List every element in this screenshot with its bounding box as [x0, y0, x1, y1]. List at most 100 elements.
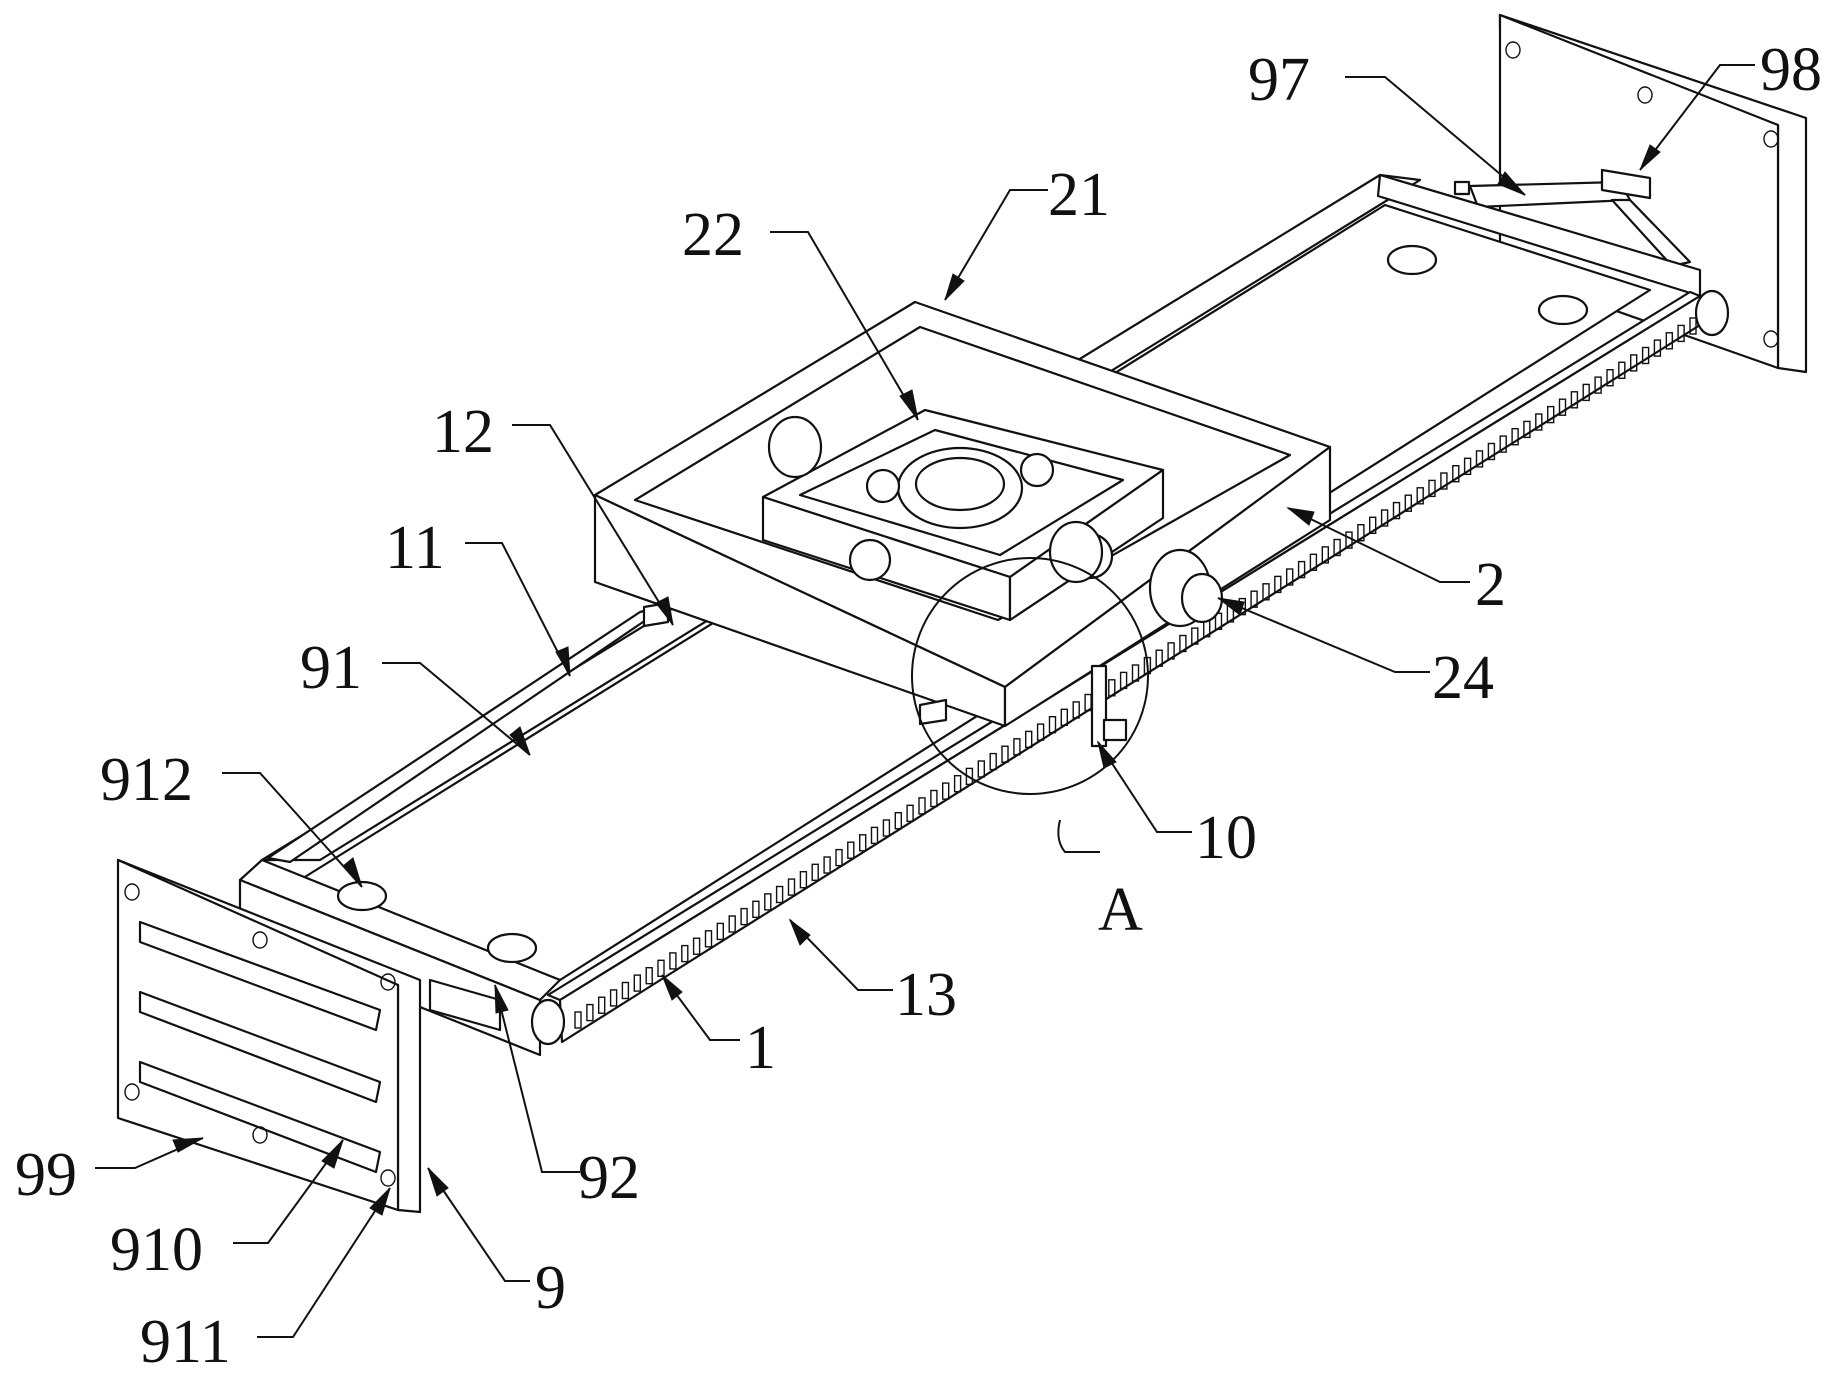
rack-tooth	[811, 863, 819, 881]
rack-tooth	[1013, 738, 1021, 756]
rack-tooth	[1036, 723, 1045, 741]
rack-tooth	[1309, 553, 1318, 571]
label-910: 910	[110, 1216, 203, 1284]
rack-tooth	[657, 959, 665, 977]
label-1: 1	[745, 1014, 776, 1082]
rack-tooth	[1404, 494, 1413, 512]
rack-tooth	[1167, 642, 1175, 660]
rack-tooth	[1155, 649, 1163, 667]
rack-tooth	[1179, 634, 1187, 653]
rack-tooth	[764, 893, 772, 911]
slot	[138, 920, 382, 1174]
rack-tooth	[1546, 405, 1555, 424]
rack-tooth	[1072, 701, 1080, 719]
label-97: 97	[1248, 46, 1310, 114]
rack-tooth	[621, 981, 630, 1000]
rack-tooth	[1392, 501, 1401, 520]
rack-tooth	[894, 812, 902, 830]
rack-tooth	[977, 760, 985, 778]
rack-tooth	[752, 900, 760, 918]
support-pad	[336, 244, 1589, 964]
rack-tooth	[716, 922, 724, 941]
rack-tooth	[1060, 708, 1069, 726]
rack-tooth	[906, 804, 914, 822]
rack-tooth	[1108, 679, 1116, 697]
label-22: 22	[682, 201, 744, 269]
label-10: 10	[1195, 804, 1257, 872]
rack-tooth	[645, 967, 653, 985]
rack-tooth	[823, 856, 831, 874]
rack-tooth	[882, 819, 891, 837]
label-92: 92	[578, 1144, 640, 1212]
spring-screw	[767, 415, 1104, 584]
label-21: 21	[1048, 161, 1110, 229]
label-911: 911	[140, 1308, 231, 1376]
rack-tooth	[953, 775, 962, 793]
rack-tooth	[1333, 538, 1341, 557]
label-24: 24	[1432, 644, 1494, 712]
rack-tooth	[692, 937, 701, 955]
rack-tooth	[1274, 575, 1282, 594]
rack-tooth	[918, 797, 926, 815]
rack-tooth	[1689, 317, 1697, 335]
rack-tooth	[989, 752, 997, 771]
rack-tooth	[847, 841, 855, 859]
rack-tooth	[1511, 428, 1519, 446]
rack-tooth	[1428, 479, 1436, 498]
rack-tooth	[1463, 457, 1472, 475]
label-98: 98	[1760, 36, 1822, 104]
rack-tooth	[1475, 450, 1484, 468]
drive-bracket-10	[1090, 664, 1128, 748]
rack-tooth	[1582, 383, 1590, 402]
rack-tooth	[1558, 398, 1567, 416]
rack-tooth	[681, 944, 689, 963]
rack-tooth	[775, 885, 784, 904]
rack-tooth	[1452, 465, 1460, 483]
label-9: 9	[535, 1254, 566, 1322]
rack-tooth	[1606, 369, 1614, 387]
rack-tooth	[1618, 361, 1626, 379]
rack-tooth	[1487, 442, 1496, 461]
label-11: 11	[385, 514, 445, 582]
label-91: 91	[300, 634, 362, 702]
rack-tooth	[586, 1003, 594, 1022]
rack-tooth	[1416, 487, 1424, 505]
mounting-hole	[1505, 41, 1779, 348]
rack-tooth	[1629, 354, 1638, 372]
rack-tooth	[787, 878, 796, 896]
rack-tooth	[1594, 376, 1602, 394]
rack-tooth	[1499, 435, 1507, 453]
reference-labels: 97 98 21 22 12 11 91 912 2 24 10 A 13 1 …	[15, 36, 1822, 1376]
rack-tooth	[1653, 339, 1662, 357]
left-mounting-plate	[116, 858, 502, 1214]
rack-tooth	[942, 782, 950, 800]
rack-tooth	[1001, 745, 1009, 763]
rack-tooth	[1535, 413, 1543, 431]
rack-tooth	[633, 974, 641, 992]
rack-tooth	[574, 1011, 582, 1029]
rack-tooth	[1570, 391, 1579, 409]
label-2: 2	[1475, 551, 1506, 619]
drive-gear-24	[1148, 548, 1224, 628]
rack-tooth	[1285, 568, 1294, 586]
rack-tooth	[598, 996, 606, 1014]
rack-tooth	[609, 989, 618, 1007]
rack-tooth	[1262, 583, 1270, 601]
label-99: 99	[15, 1141, 77, 1209]
rack-tooth	[1191, 627, 1199, 645]
label-12: 12	[432, 398, 494, 466]
rack-tooth	[1321, 546, 1330, 564]
adjustment-knob	[530, 289, 1730, 1046]
rack-tooth	[704, 930, 713, 948]
mounting-hole	[124, 883, 396, 1187]
rack-tooth	[1119, 671, 1128, 690]
leader-lines	[95, 64, 1755, 1338]
rack-tooth	[930, 789, 938, 808]
rack-tooth	[1297, 560, 1306, 579]
rack-tooth	[1024, 730, 1033, 749]
label-13: 13	[895, 961, 957, 1029]
label-a: A	[1098, 876, 1143, 944]
rack-tooth	[835, 848, 843, 867]
